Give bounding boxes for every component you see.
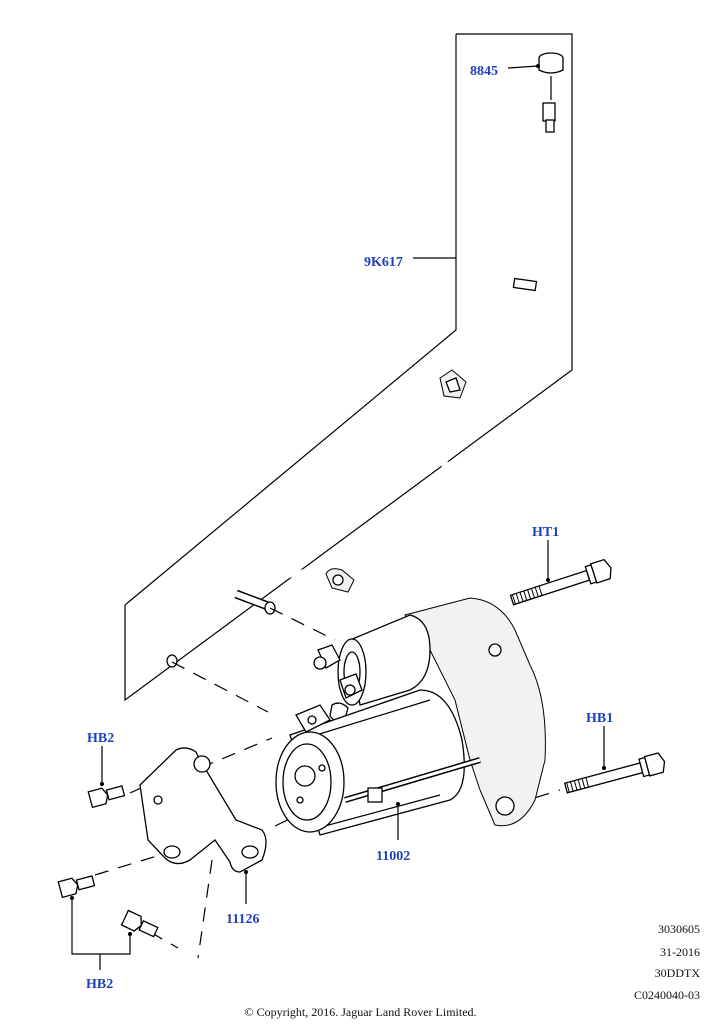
leader-8845 [507,65,539,69]
callout-ht1: HT1 [532,525,559,540]
assembly-dash-2 [171,661,269,713]
assembly-dash-1 [269,607,336,641]
callout-9k617: 9K617 [364,255,403,270]
bolt-hb2-upper [87,785,126,809]
starter-motor-11002 [275,597,546,836]
harness-connector-mid [439,369,467,399]
callout-8845: 8845 [470,64,498,79]
harness-9k617 [138,102,556,668]
copyright-notice: © Copyright, 2016. Jaguar Land Rover Lim… [244,1005,477,1019]
reference-line-1: 3030605 [658,922,700,936]
harness-group-outline [124,33,573,702]
callout-hb2-lower: HB2 [86,977,113,992]
cap-8845 [538,52,564,100]
bolt-ht1 [509,558,612,606]
callout-hb1: HB1 [586,711,613,726]
assembly-dash-5 [199,737,273,769]
reference-line-4: C0240040-03 [634,988,700,1002]
reference-line-3: 30DDTX [654,966,700,980]
callout-11002: 11002 [376,849,410,864]
assembly-dash-6 [94,854,161,876]
bolt-hb2-lower-left [57,875,96,899]
assembly-dash-8 [197,859,213,959]
bolt-hb1 [563,752,666,794]
bolt-hb2-lower-right [120,909,159,938]
callout-hb2-upper: HB2 [87,731,114,746]
bracket-11126 [139,747,267,873]
leader-hb2-lower [71,898,131,955]
callout-11126: 11126 [226,912,259,927]
harness-p-clip [325,568,355,593]
reference-line-2: 31-2016 [660,945,700,959]
